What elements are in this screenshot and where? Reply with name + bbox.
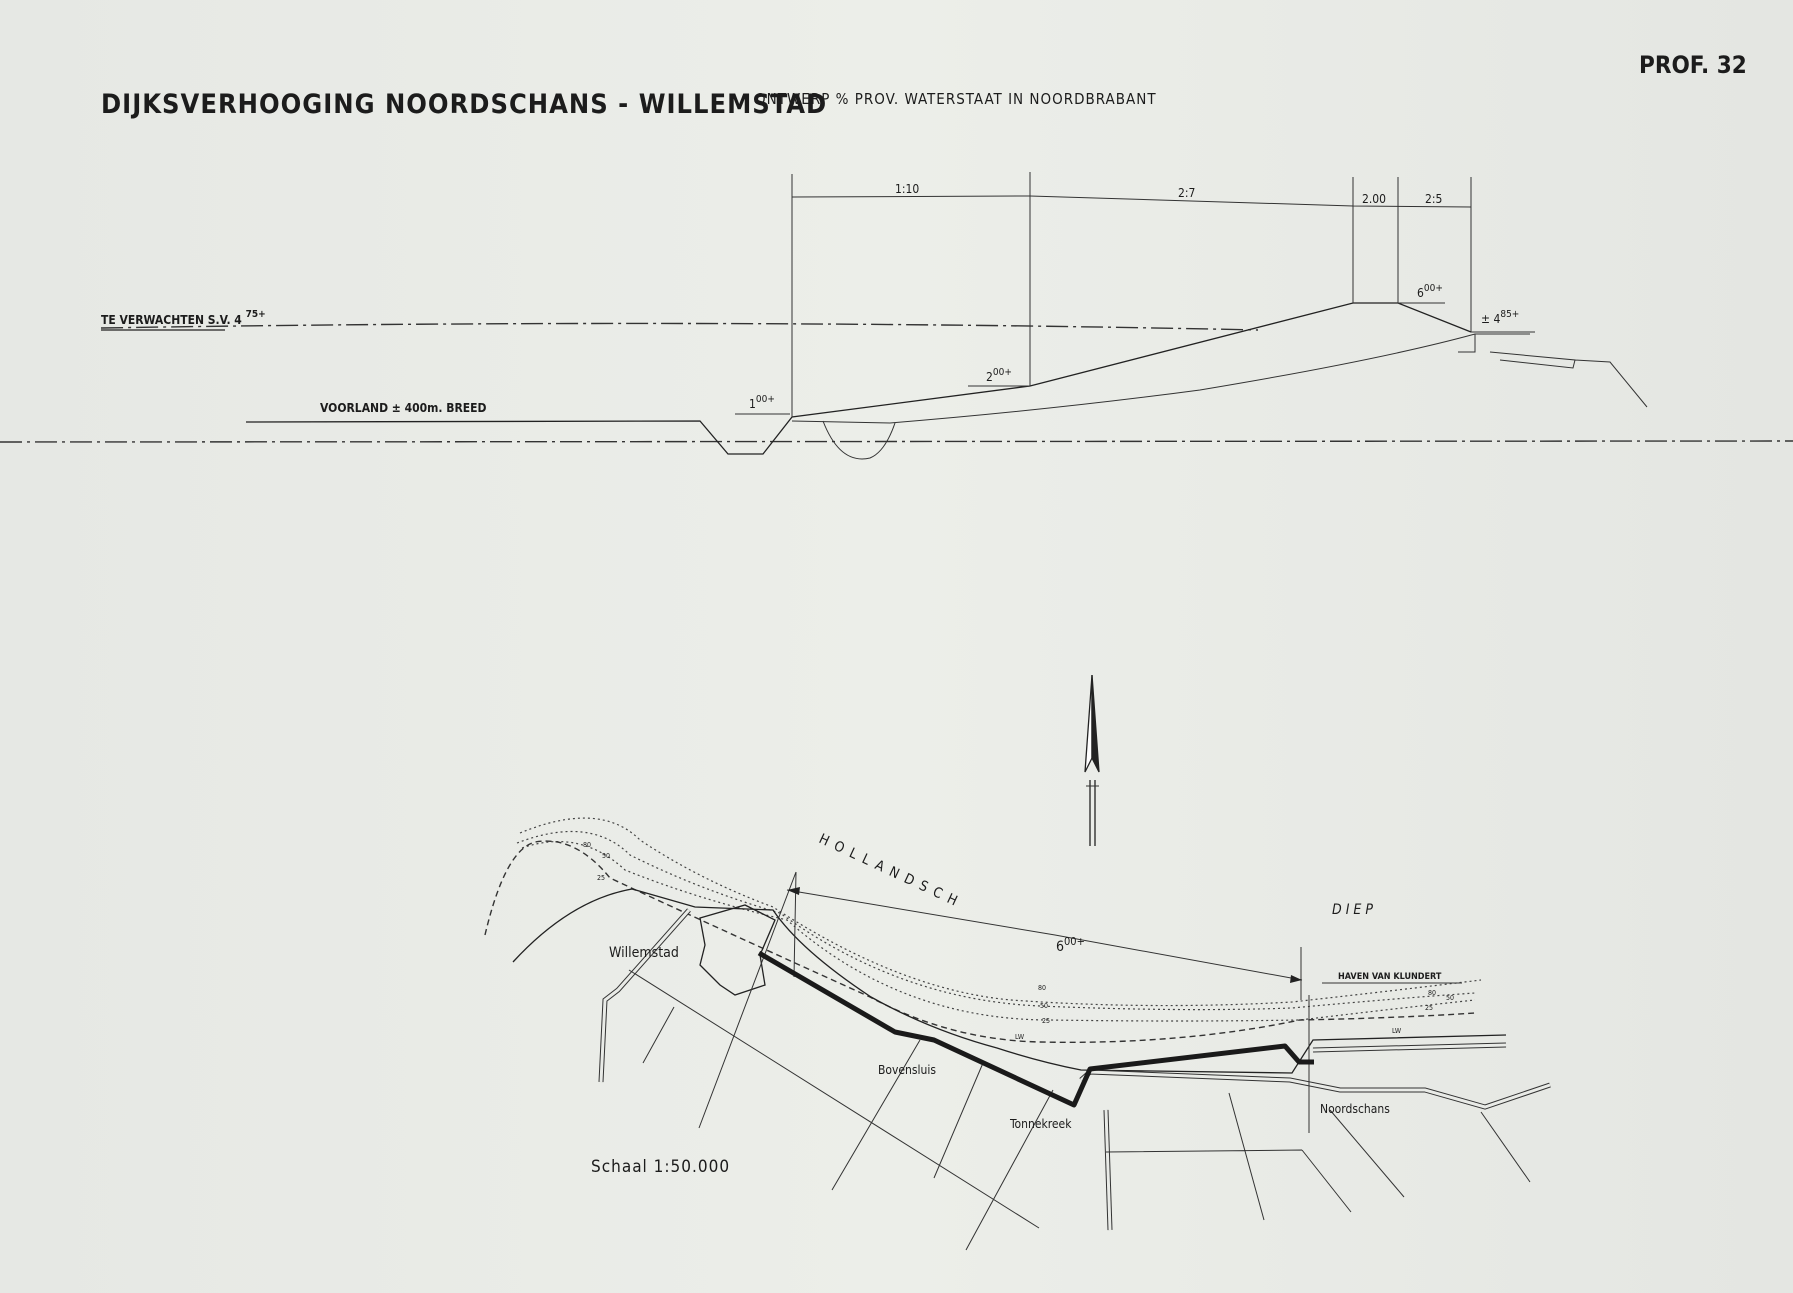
depth-label: 25 [1425, 1004, 1433, 1012]
foreland-label: VOORLAND ± 400m. BREED [320, 401, 487, 415]
reference-line [0, 440, 1793, 443]
level-label: 600+ [1417, 283, 1443, 300]
dimension-label: 2.00 [1362, 192, 1386, 206]
depth-label: 25 [597, 874, 605, 882]
water-name: HOLLANDSCH [816, 831, 966, 912]
depth-label: LW [1392, 1027, 1402, 1035]
north-arrow-icon [1084, 674, 1100, 846]
old-ditch [822, 420, 896, 460]
profile-number: PROF. 32 [1639, 51, 1747, 79]
situation-map: HOLLANDSCH DIEP 600+ Willemstad Bovenslu… [484, 817, 1551, 1251]
water-level-label: TE VERWACHTEN S.V. 4 75+ [101, 309, 266, 327]
place-label: Noordschans [1320, 1102, 1390, 1116]
place-label: Willemstad [609, 945, 679, 961]
water-level-line [100, 322, 1259, 331]
dike-route [757, 950, 1314, 1108]
level-label: ± 485+ [1481, 309, 1519, 326]
depth-label: 50 [602, 852, 610, 860]
map-dike-height: 600+ [1056, 935, 1085, 955]
dimension-line [791, 195, 1472, 208]
place-label: Bovensluis [878, 1063, 936, 1077]
drawing-title: DIJKSVERHOOGING NOORDSCHANS - WILLEMSTAD [101, 89, 827, 120]
drawing-subtitle: ONTWERP % PROV. WATERSTAAT IN NOORDBRABA… [755, 90, 1157, 108]
depth-label: 50 [1446, 994, 1454, 1002]
depth-contour-25 [521, 841, 1476, 1022]
depth-label: 80 [1428, 989, 1436, 997]
dimension-label: 2:7 [1178, 186, 1195, 200]
dimension-label: 1:10 [895, 182, 919, 196]
depth-contour-50 [516, 830, 1476, 1011]
low-water-line [484, 840, 1476, 1044]
place-label: Tonnekreek [1009, 1117, 1072, 1131]
water-name: DIEP [1332, 902, 1377, 918]
new-dike-profile [245, 302, 1472, 455]
map-scale: Schaal 1:50.000 [591, 1157, 730, 1177]
dimension-label: 2:5 [1425, 192, 1442, 206]
inner-slope [1458, 334, 1648, 408]
depth-label: 80 [1038, 984, 1046, 992]
coastline [512, 888, 1507, 1074]
level-label: 100+ [749, 394, 775, 411]
depth-label: 80 [583, 841, 591, 849]
depth-label: LW [1015, 1033, 1025, 1041]
level-label: 200+ [986, 367, 1012, 384]
depth-label: 25 [1042, 1017, 1050, 1025]
place-label: HAVEN VAN KLUNDERT [1338, 972, 1442, 982]
willemstad-fortress [699, 904, 776, 996]
depth-label: 50 [1040, 1002, 1048, 1010]
old-dike-profile [791, 333, 1530, 424]
dike-cross-section: 1:10 2:7 2.00 2:5 TE VERWACHTEN S.V. 4 7… [0, 172, 1793, 460]
map-dimension-line [786, 889, 1303, 981]
